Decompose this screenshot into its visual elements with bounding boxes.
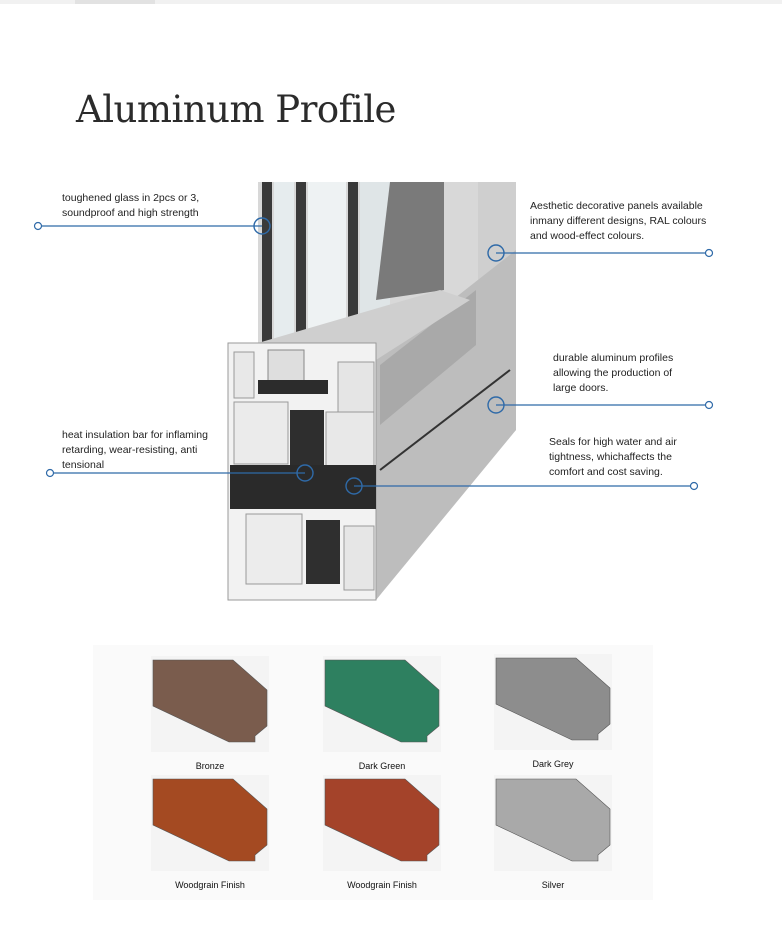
profile-bar-bronze: [152, 659, 268, 743]
profile-bar-dark-grey: [495, 657, 611, 741]
swatch-label: Dark Grey: [532, 759, 574, 769]
profile-bar-dark-green: [324, 659, 440, 743]
profile-bar-woodgrain-1: [152, 778, 268, 862]
callout-durable: durable aluminum profiles allowing the p…: [553, 352, 674, 394]
swatch-silver: Silver: [494, 775, 612, 890]
top-tab: [75, 0, 155, 4]
swatch-bronze: Bronze: [151, 656, 269, 771]
callout-glass: toughened glass in 2pcs or 3, soundproof…: [62, 192, 200, 219]
glass-pane-1: [262, 182, 272, 352]
swatch-dark-grey: Dark Grey: [494, 654, 612, 769]
callout-ring-panels: [487, 244, 505, 262]
swatch-label: Woodgrain Finish: [175, 880, 245, 890]
swatch-label: Silver: [541, 880, 565, 890]
callout-dot-glass: [33, 221, 43, 231]
callout-ring-seals: [345, 477, 363, 495]
callout-dot-durable: [704, 400, 714, 410]
glass-pane-3: [348, 182, 358, 337]
swatch-label: Dark Green: [358, 761, 406, 771]
callout-insulation: heat insulation bar for inflaming retard…: [62, 429, 208, 471]
swatch-label: Bronze: [195, 761, 225, 771]
callout-dot-insulation: [45, 468, 55, 478]
swatch-label: Woodgrain Finish: [347, 880, 417, 890]
callout-seals: Seals for high water and air tightness, …: [549, 436, 677, 478]
swatch-woodgrain-1: Woodgrain Finish: [151, 775, 269, 890]
callout-ring-glass: [253, 217, 271, 235]
insulation-bar: [230, 465, 376, 509]
swatch-dark-green: Dark Green: [323, 656, 441, 771]
page-title: Aluminum Profile: [76, 88, 396, 131]
callout-dot-seals: [689, 481, 699, 491]
glass-pane-2: [296, 182, 306, 352]
callout-dot-panels: [704, 248, 714, 258]
profile-diagram: [33, 182, 714, 601]
swatch-woodgrain-2: Woodgrain Finish: [323, 775, 441, 890]
callout-ring-insulation: [296, 464, 314, 482]
profile-bar-woodgrain-2: [324, 778, 440, 862]
callout-ring-durable: [487, 396, 505, 414]
callout-panels: Aesthetic decorative panels available in…: [530, 200, 707, 242]
top-bar: [0, 0, 782, 4]
profile-bar-silver: [495, 778, 611, 862]
